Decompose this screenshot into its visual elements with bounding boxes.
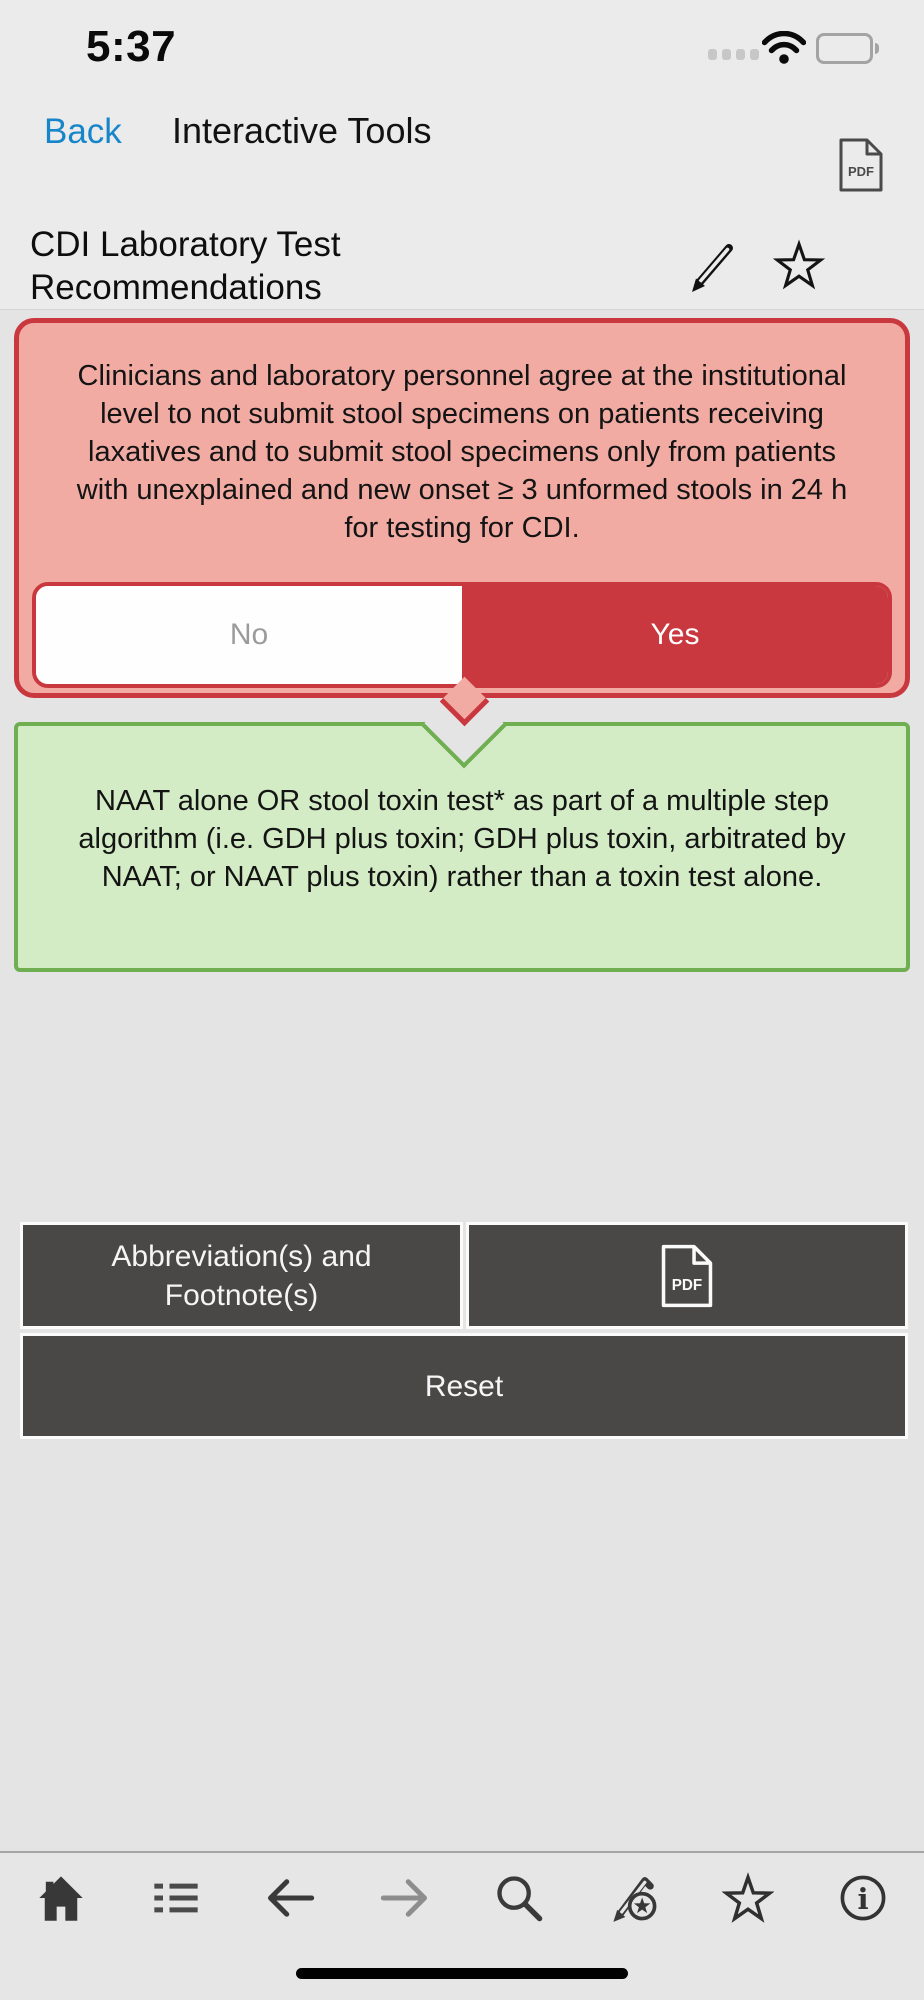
battery-icon (816, 33, 879, 64)
reset-button[interactable]: Reset (20, 1333, 908, 1439)
pdf-export-button[interactable]: PDF (838, 136, 886, 194)
star-icon (722, 1872, 775, 1924)
status-time: 5:37 (86, 22, 177, 71)
abbreviations-footnotes-button[interactable]: Abbreviation(s) and Footnote(s) (20, 1222, 463, 1329)
pdf-document-icon: PDF (838, 137, 886, 193)
home-button[interactable] (32, 1869, 90, 1927)
pencil-icon (686, 238, 744, 296)
svg-text:PDF: PDF (672, 1277, 703, 1294)
contents-list-button[interactable] (147, 1869, 205, 1927)
svg-text:PDF: PDF (848, 164, 874, 179)
abbreviations-footnotes-label: Abbreviation(s) and Footnote(s) (111, 1239, 372, 1312)
answer-box: NAAT alone OR stool toxin test* as part … (14, 683, 910, 972)
favorite-header-button[interactable] (772, 238, 828, 294)
yes-no-segmented-control: No Yes (32, 582, 892, 688)
annotate-button[interactable] (605, 1869, 663, 1927)
info-button[interactable]: i (834, 1869, 892, 1927)
wifi-icon (762, 31, 806, 65)
search-icon (493, 1872, 545, 1924)
cellular-signal-icon (708, 49, 759, 60)
home-icon (35, 1872, 87, 1924)
question-text: Clinicians and laboratory personnel agre… (76, 360, 848, 544)
nav-back-button[interactable] (261, 1869, 319, 1927)
star-icon (772, 239, 828, 293)
pdf-document-icon: PDF (660, 1242, 714, 1310)
back-arrow-icon (264, 1872, 316, 1924)
answer-text: NAAT alone OR stool toxin test* as part … (78, 785, 846, 893)
contents-list-icon (150, 1872, 202, 1924)
favorite-toolbar-button[interactable] (719, 1869, 777, 1927)
pdf-download-button[interactable]: PDF (466, 1222, 908, 1329)
yes-button[interactable]: Yes (462, 586, 888, 684)
reset-label: Reset (424, 1369, 504, 1403)
page-title: CDI Laboratory Test Recommendations (30, 225, 341, 307)
info-icon: i (837, 1872, 889, 1924)
nav-title: Interactive Tools (172, 110, 432, 151)
home-indicator[interactable] (296, 1968, 628, 1979)
svg-text:i: i (857, 1882, 868, 1916)
question-box: Clinicians and laboratory personnel agre… (14, 318, 910, 727)
edit-button[interactable] (686, 238, 744, 296)
forward-arrow-icon (379, 1872, 431, 1924)
search-button[interactable] (490, 1869, 548, 1927)
annotate-pen-star-icon (608, 1872, 660, 1924)
no-button[interactable]: No (36, 586, 462, 684)
back-button[interactable]: Back (44, 112, 122, 151)
nav-forward-button[interactable] (376, 1869, 434, 1927)
